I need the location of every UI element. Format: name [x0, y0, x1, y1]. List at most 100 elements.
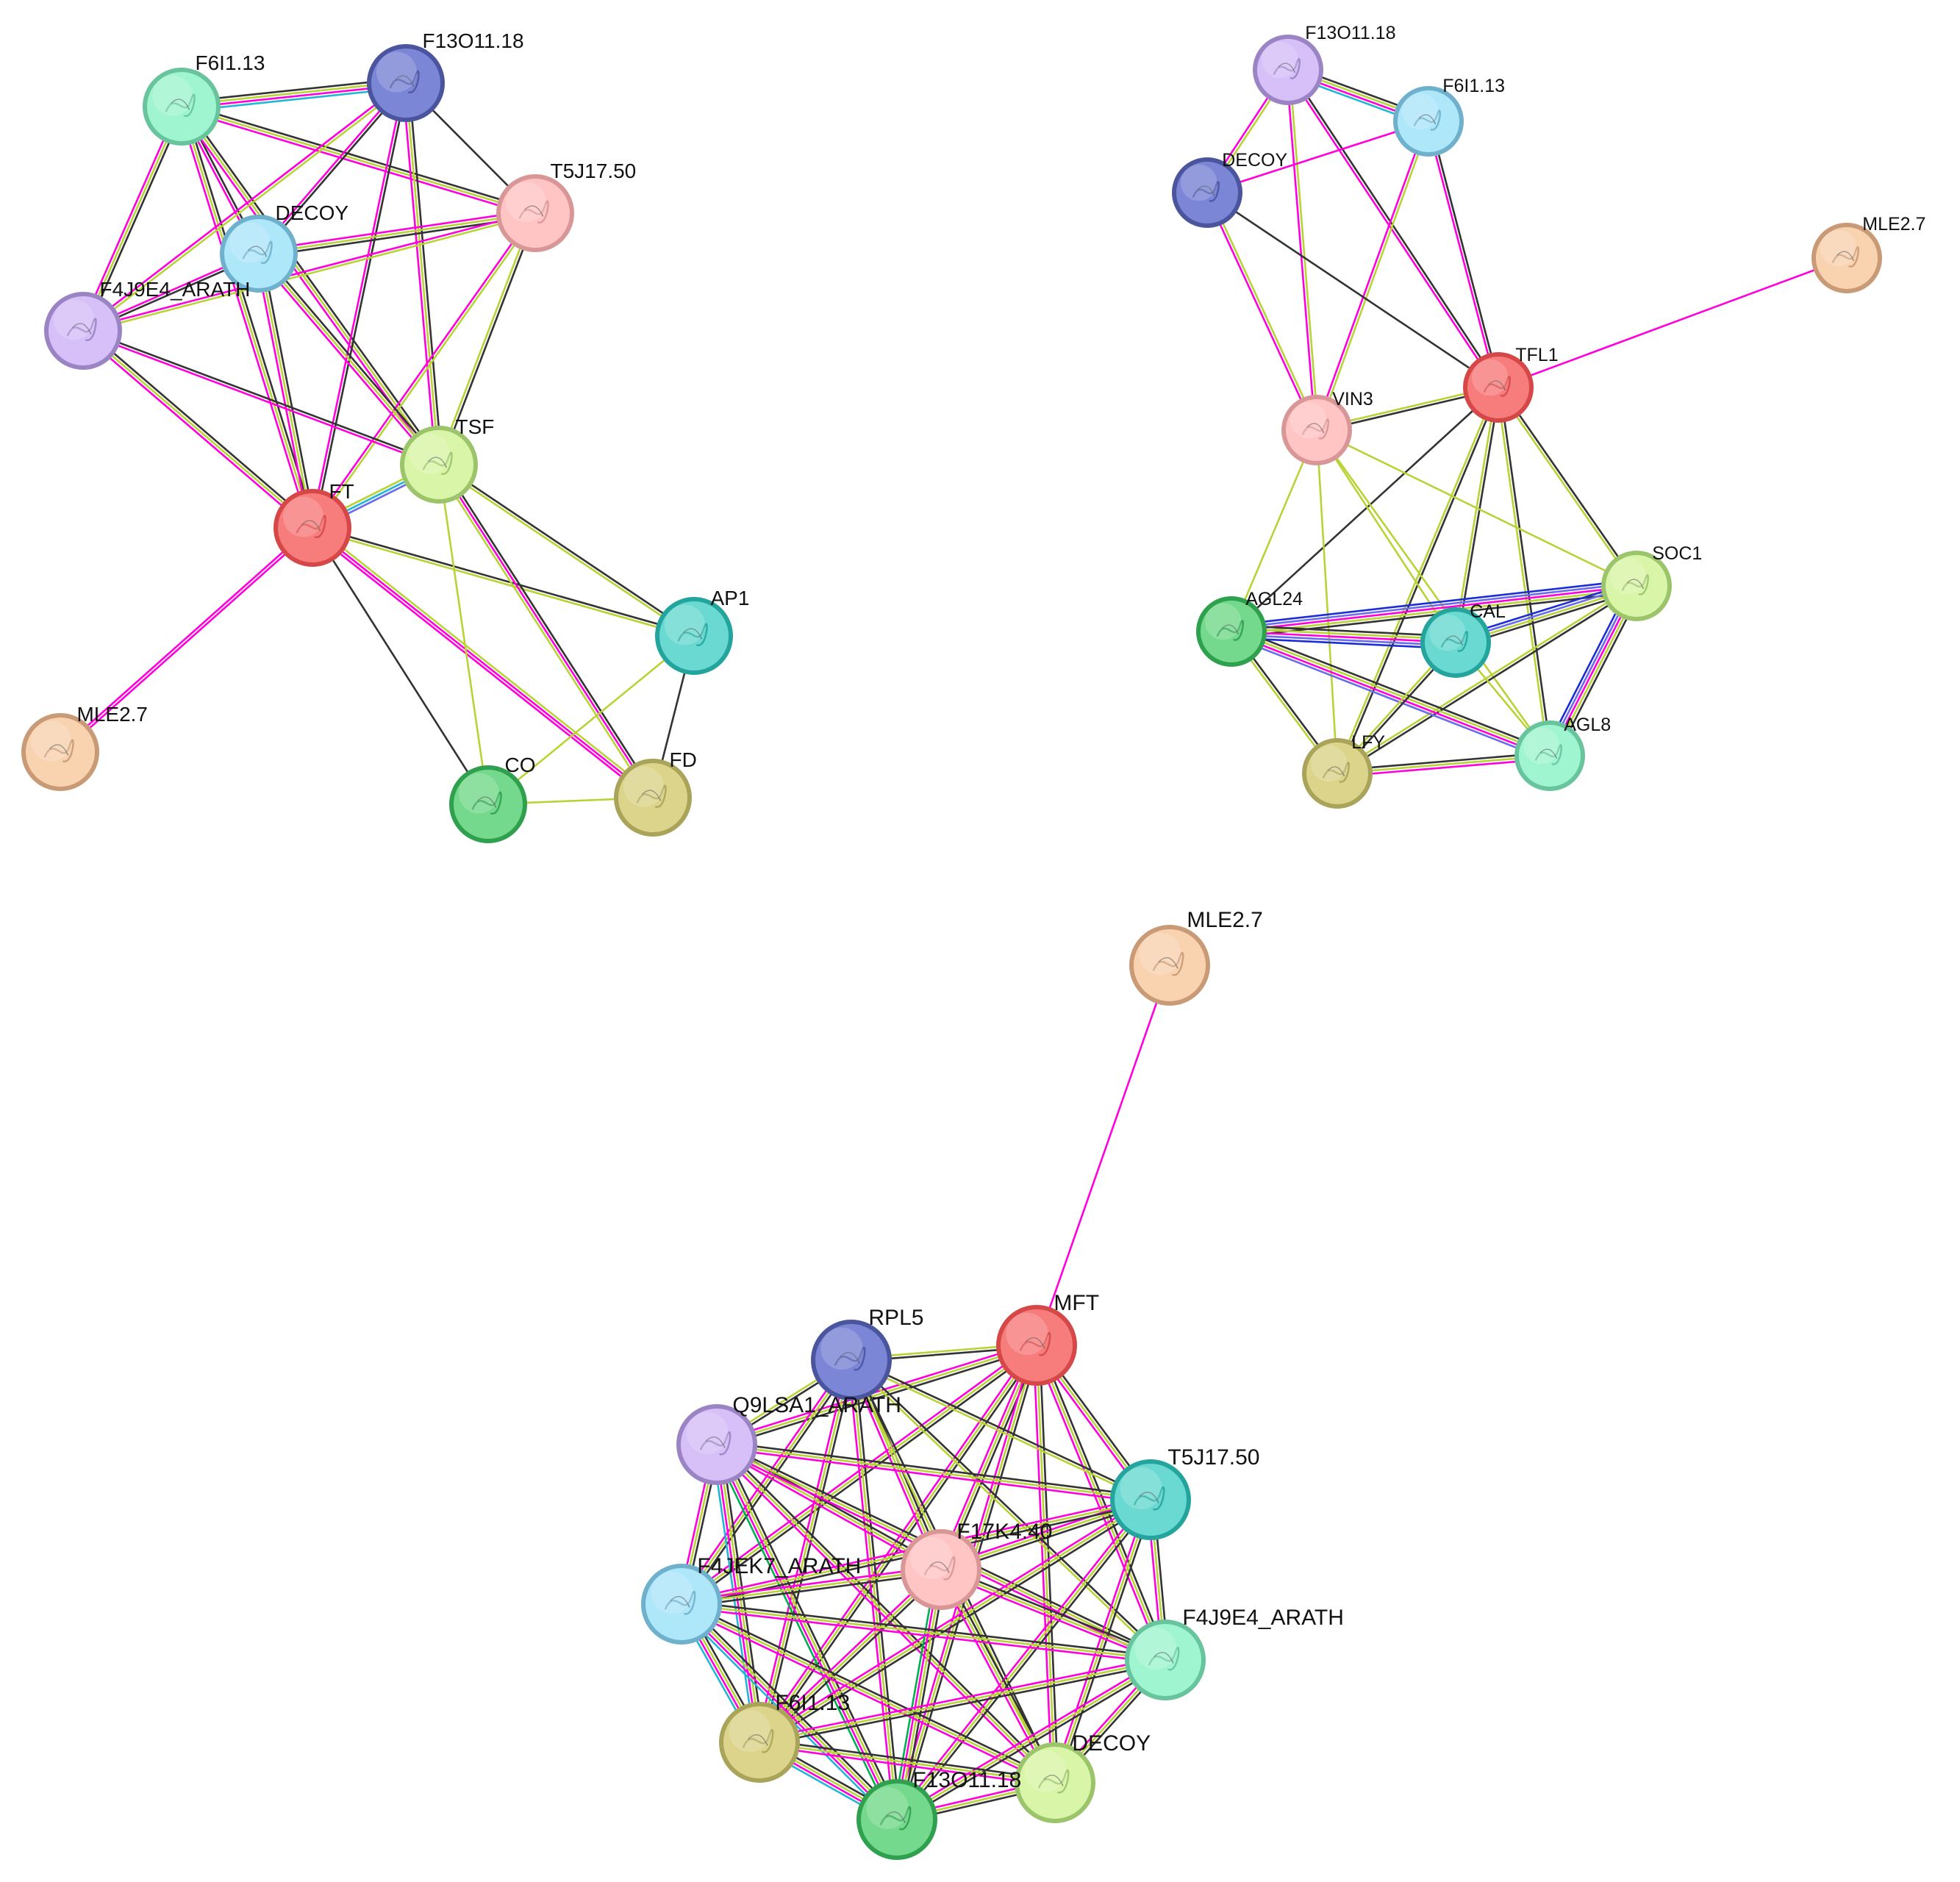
edge-line-coexpression — [851, 1357, 1153, 1500]
node-DECOY[interactable]: DECOY — [220, 201, 348, 293]
node-TSF[interactable]: TSF — [400, 415, 494, 504]
node-F4J9E4_ARATH[interactable]: F4J9E4_ARATH — [44, 278, 250, 370]
node-VIN3[interactable]: VIN3 — [1281, 389, 1373, 465]
edge-TFL1-AGL24 — [1230, 386, 1500, 633]
node-F6I1.13[interactable]: F6I1.13 — [143, 51, 265, 146]
node-CO[interactable]: CO — [449, 754, 536, 843]
node-MLE2.7[interactable]: MLE2.7 — [1129, 908, 1263, 1006]
node-F6I1.13[interactable]: F6I1.13 — [1393, 76, 1505, 157]
protein-structure-icon — [1831, 246, 1859, 268]
node-highlight — [1610, 557, 1647, 595]
protein-structure-icon — [699, 1431, 732, 1456]
node-F13O11.18[interactable]: F13O11.18 — [1253, 23, 1395, 105]
node-T5J17.50[interactable]: T5J17.50 — [1110, 1445, 1259, 1540]
edge-line-textmining — [1315, 429, 1638, 587]
edge-line-coexpression — [682, 1347, 1040, 1608]
node-label: FD — [670, 748, 697, 771]
edge-line-coexpression — [181, 102, 537, 212]
edge-line-textmining — [437, 463, 490, 806]
node-label: LFY — [1351, 732, 1385, 753]
edge-line-experiments — [1497, 257, 1848, 389]
edge-line-textmining — [715, 1344, 1038, 1446]
node-AGL8[interactable]: AGL8 — [1514, 715, 1611, 791]
edge-line-experiments — [58, 526, 312, 752]
edge-line-experiments — [437, 463, 654, 799]
node-MFT[interactable]: MFT — [996, 1291, 1099, 1386]
edge-line-experiments — [894, 1656, 1165, 1818]
edge-line-textmining — [1054, 1498, 1152, 1784]
edge-line-experiments — [310, 529, 652, 801]
edge-F4J9E4_ARATH-F6I1.13 — [757, 1656, 1167, 1747]
node-Q9LSA1_ARATH[interactable]: Q9LSA1_ARATH — [676, 1393, 901, 1485]
node-AP1[interactable]: AP1 — [655, 587, 749, 675]
edge-line-textmining — [1230, 627, 1457, 641]
edge-line-textmining — [180, 105, 440, 466]
node-label: MLE2.7 — [1187, 908, 1262, 932]
edge-line-textmining — [715, 1443, 1056, 1784]
edge-line-coexpression — [1231, 624, 1457, 637]
edge-F6I1.13-DECOY — [1206, 120, 1430, 194]
node-F17K4.40[interactable]: F17K4.40 — [901, 1520, 1052, 1610]
node-FD[interactable]: FD — [614, 748, 697, 837]
node-label: AGL24 — [1245, 589, 1303, 609]
edge-T5J17.50-DECOY — [1051, 1498, 1155, 1785]
node-DECOY[interactable]: DECOY — [1172, 150, 1287, 228]
node-T5J17.50[interactable]: T5J17.50 — [496, 160, 636, 252]
edge-line-experiments — [756, 1342, 1035, 1742]
protein-structure-icon — [1413, 110, 1441, 131]
node-MLE2.7[interactable]: MLE2.7 — [21, 703, 148, 791]
node-F13O11.18[interactable]: F13O11.18 — [367, 29, 524, 122]
edge-F4J9E4_ARATH-FT — [80, 327, 316, 532]
edge-RPL5-F4JEK7_ARATH — [678, 1357, 855, 1607]
protein-structure-icon — [879, 1806, 912, 1831]
node-TFL1[interactable]: TFL1 — [1463, 345, 1559, 423]
edge-F6I1.13-FT — [177, 104, 317, 530]
node-highlight — [229, 222, 270, 263]
edge-MFT-F17K4.40 — [937, 1343, 1041, 1572]
protein-structure-icon — [1440, 631, 1468, 652]
edge-line-experiments — [680, 1606, 1166, 1664]
edge-RPL5-F6I1.13 — [755, 1358, 856, 1745]
edge-line-coexpression — [716, 1440, 1152, 1498]
edge-line-experiments — [401, 82, 437, 466]
node-MLE2.7[interactable]: MLE2.7 — [1811, 214, 1925, 293]
edge-line-textmining — [1231, 587, 1638, 636]
edge-line-experiments — [894, 1568, 941, 1820]
edge-F6I1.13-T5J17.50 — [179, 102, 537, 218]
edge-line-coexpression — [759, 1501, 1154, 1746]
node-label: F6I1.13 — [196, 51, 265, 74]
edge-line-textmining — [1336, 754, 1551, 775]
edge-F6I1.13-TFL1 — [1426, 120, 1501, 389]
node-F6I1.13[interactable]: F6I1.13 — [719, 1691, 850, 1783]
protein-structure-icon — [1192, 181, 1220, 202]
node-DECOY[interactable]: DECOY — [1015, 1731, 1151, 1823]
edge-line-textmining — [487, 634, 695, 806]
edge-line-experiments — [755, 1358, 850, 1743]
node-F4J9E4_ARATH[interactable]: F4J9E4_ARATH — [1125, 1606, 1344, 1700]
node-F4JEK7_ARATH[interactable]: F4JEK7_ARATH — [641, 1554, 861, 1645]
node-highlight — [1311, 745, 1348, 782]
node-AGL24[interactable]: AGL24 — [1196, 589, 1303, 667]
edge-line-textmining — [682, 1602, 899, 1820]
edge-line-coexpression — [761, 1346, 1040, 1745]
edge-line-experiments — [758, 1744, 1056, 1787]
node-LFY[interactable]: LFY — [1302, 732, 1385, 809]
edge-VIN3-AGL24 — [1230, 429, 1318, 633]
edge-line-homology — [1230, 582, 1637, 630]
edge-line-textmining — [1231, 629, 1552, 756]
edge-F6I1.13-VIN3 — [1314, 120, 1431, 432]
edge-T5J17.50-TSF — [436, 211, 538, 467]
node-FT[interactable]: FT — [273, 480, 354, 567]
protein-structure-icon — [742, 1728, 774, 1753]
node-CAL[interactable]: CAL — [1420, 601, 1506, 678]
node-SOC1[interactable]: SOC1 — [1601, 543, 1702, 621]
node-RPL5[interactable]: RPL5 — [811, 1306, 923, 1400]
edge-F17K4.40-F4JEK7_ARATH — [680, 1565, 943, 1609]
edge-VIN3-LFY — [1315, 429, 1339, 775]
node-label: AGL8 — [1564, 715, 1611, 735]
edge-line-textmining — [1495, 386, 1550, 757]
node-F13O11.18[interactable]: F13O11.18 — [856, 1768, 1021, 1860]
edge-line-textmining — [895, 1659, 1167, 1821]
